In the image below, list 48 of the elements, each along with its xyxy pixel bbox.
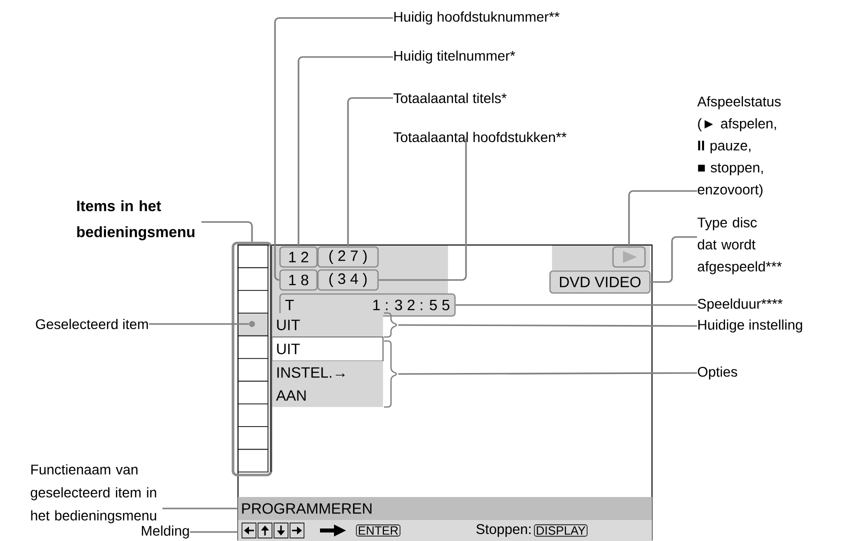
leader-line	[274, 17, 393, 281]
leader-line	[190, 531, 238, 533]
leader-line	[650, 236, 697, 283]
node-label: INSTEL.→	[277, 367, 345, 378]
function-name-bar: PROGRAMMEREN	[238, 497, 652, 520]
menu-icon-column	[232, 242, 272, 476]
display-field: DVD VIDEO	[549, 270, 651, 294]
callout-text: Totaalaantal titels*	[394, 92, 507, 104]
node-label: UIT	[277, 320, 300, 330]
menu-option: AAN	[272, 384, 383, 407]
display-field	[612, 246, 646, 268]
callout-text: Type disc dat wordt afgespeeld***	[698, 217, 782, 274]
display-field: T 1 : 3 2 : 5 5	[279, 293, 456, 317]
status-text: Stoppen:	[476, 524, 531, 537]
leader-line	[201, 221, 253, 242]
callout-text: Melding	[142, 525, 189, 539]
leader-line	[298, 56, 393, 246]
bracket	[384, 312, 397, 338]
bracket	[384, 340, 397, 408]
leader-line	[398, 372, 698, 375]
message-bar	[238, 520, 652, 541]
key-label: DISPLAY	[534, 524, 588, 537]
leader-line	[347, 97, 393, 246]
leader-line	[378, 138, 467, 281]
display-field: 1 2	[279, 246, 318, 268]
key-label: ENTER	[356, 524, 400, 536]
callout-text: Functienaam van geselecteerd item in het bedieningsmenu	[30, 464, 156, 524]
callout-text: Huidig titelnummer*	[394, 50, 516, 64]
menu-option: INSTEL.→	[272, 361, 383, 384]
callout-text: Afspeelstatus (► afspelen, II pauze, ■ stoppen, enzovoort)	[697, 96, 781, 198]
leader-line	[398, 324, 698, 327]
callout-text: Huidige instelling	[698, 319, 802, 333]
callout-text: Huidig hoofdstuknummer**	[394, 11, 560, 25]
selected-option: UIT	[272, 336, 384, 362]
display-field: ( 3 4 )	[317, 269, 379, 291]
callout-text: Items in het bedieningsmenu	[77, 200, 194, 240]
leader-line	[162, 508, 238, 510]
leader-line	[456, 304, 697, 306]
leader-line	[149, 323, 249, 325]
callout-text: Opties	[698, 366, 738, 380]
display-field: ( 2 7 )	[317, 246, 379, 268]
callout-text: Totaalaantal hoofdstukken**	[394, 132, 567, 142]
callout-text: Geselecteerd item	[36, 318, 148, 330]
leader-line	[628, 190, 697, 246]
display-field: 1 8	[279, 269, 318, 291]
callout-text: Speelduur****	[698, 298, 783, 312]
node-label: AAN	[276, 390, 306, 401]
menu-option: UIT	[272, 313, 383, 337]
